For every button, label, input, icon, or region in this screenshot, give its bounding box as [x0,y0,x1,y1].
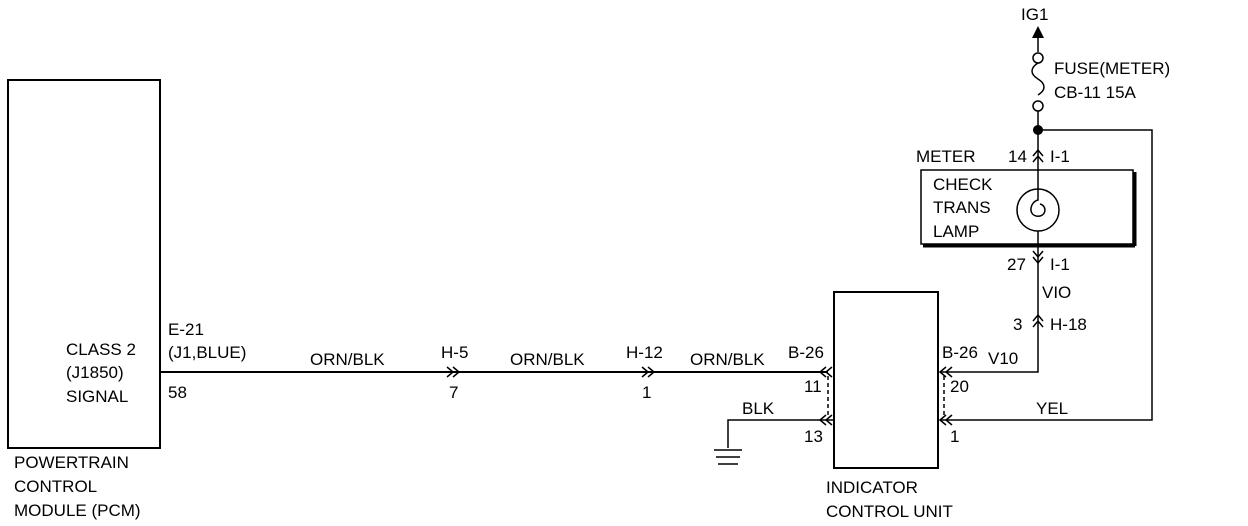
h12-connector-icon-2 [647,366,656,378]
b26-left-connector-icon-2 [818,366,827,378]
icu-name-line1: INDICATOR [826,478,918,497]
ig1-label: IG1 [1021,5,1048,24]
h12-name: H-12 [626,343,663,362]
v10-wire-label: V10 [988,349,1018,368]
i1-bottom-connector-icon-2 [1032,256,1044,265]
b26-left-name: B-26 [788,343,824,362]
v10-wire [940,314,1039,373]
h12-pin: 1 [642,383,651,402]
lamp-label-line2: TRANS [933,198,991,217]
h5-connector-icon [446,366,455,378]
lamp-label-line1: CHECK [933,175,993,194]
b26-right-connector-icon-3 [938,414,947,426]
orn-blk-label-3: ORN/BLK [690,350,765,369]
i1-bottom-connector-icon [1032,250,1044,259]
i1-top-connector-icon-2 [1032,154,1044,163]
meter-box [920,169,1134,245]
h5-name: H-5 [441,343,468,362]
h18-pin: 3 [1013,315,1022,334]
fuse-icon [1031,62,1045,96]
b26-right-pin-bottom: 1 [950,427,959,446]
yel-wire-label: YEL [1036,399,1068,418]
fuse-terminal-bottom [1032,100,1044,112]
orn-blk-label-1: ORN/BLK [310,350,385,369]
b26-left-connector-icon [824,366,833,378]
b26-right-connector-icon [938,366,947,378]
lamp-filament-icon [1030,189,1046,217]
b26-left-pin-bottom: 13 [804,427,823,446]
pcm-signal-line3: SIGNAL [66,387,128,406]
yel-wire [940,129,1153,421]
pcm-name-line2: CONTROL [14,477,97,496]
blk-wire [727,419,834,448]
vio-wire-label: VIO [1042,283,1071,302]
meter-label: METER [916,147,976,166]
b26-left-pin-top: 11 [804,377,822,396]
b26-right-pin-top: 20 [950,377,969,396]
e21-connector-name: E-21 [168,320,204,339]
i1-top-connector-icon [1032,148,1044,157]
icu-name-line2: CONTROL UNIT [826,502,953,521]
b26-right-name: B-26 [942,343,978,362]
pcm-signal-line2: (J1850) [66,363,124,382]
pcm-name-line1: POWERTRAIN [14,453,129,472]
i1-bottom-name: I-1 [1050,255,1070,274]
b26-right-connector-icon-2 [944,366,953,378]
b26-right-connector-icon-4 [944,414,953,426]
pcm-name-line3: MODULE (PCM) [14,501,141,520]
icu-box [833,291,939,469]
fuse-terminal-top [1032,52,1044,64]
i1-bottom-pin: 27 [1007,255,1026,274]
pcm-signal-line1: CLASS 2 [66,340,136,359]
blk-wire-label: BLK [742,399,775,418]
lamp-label-line3: LAMP [933,222,979,241]
h5-pin: 7 [449,383,458,402]
fuse-rating: CB-11 15A [1054,83,1137,102]
i1-top-pin: 14 [1008,147,1027,166]
fuse-label: FUSE(METER) [1054,59,1170,78]
e21-connector-detail: (J1,BLUE) [168,343,246,362]
e21-pin: 58 [168,383,187,402]
i1-top-name: I-1 [1050,147,1070,166]
ig1-arrow-icon [1032,26,1044,38]
h5-connector-icon-2 [452,366,461,378]
orn-blk-label-2: ORN/BLK [510,350,585,369]
h12-connector-icon [641,366,650,378]
pcm-box [7,79,161,449]
h18-name: H-18 [1050,315,1087,334]
